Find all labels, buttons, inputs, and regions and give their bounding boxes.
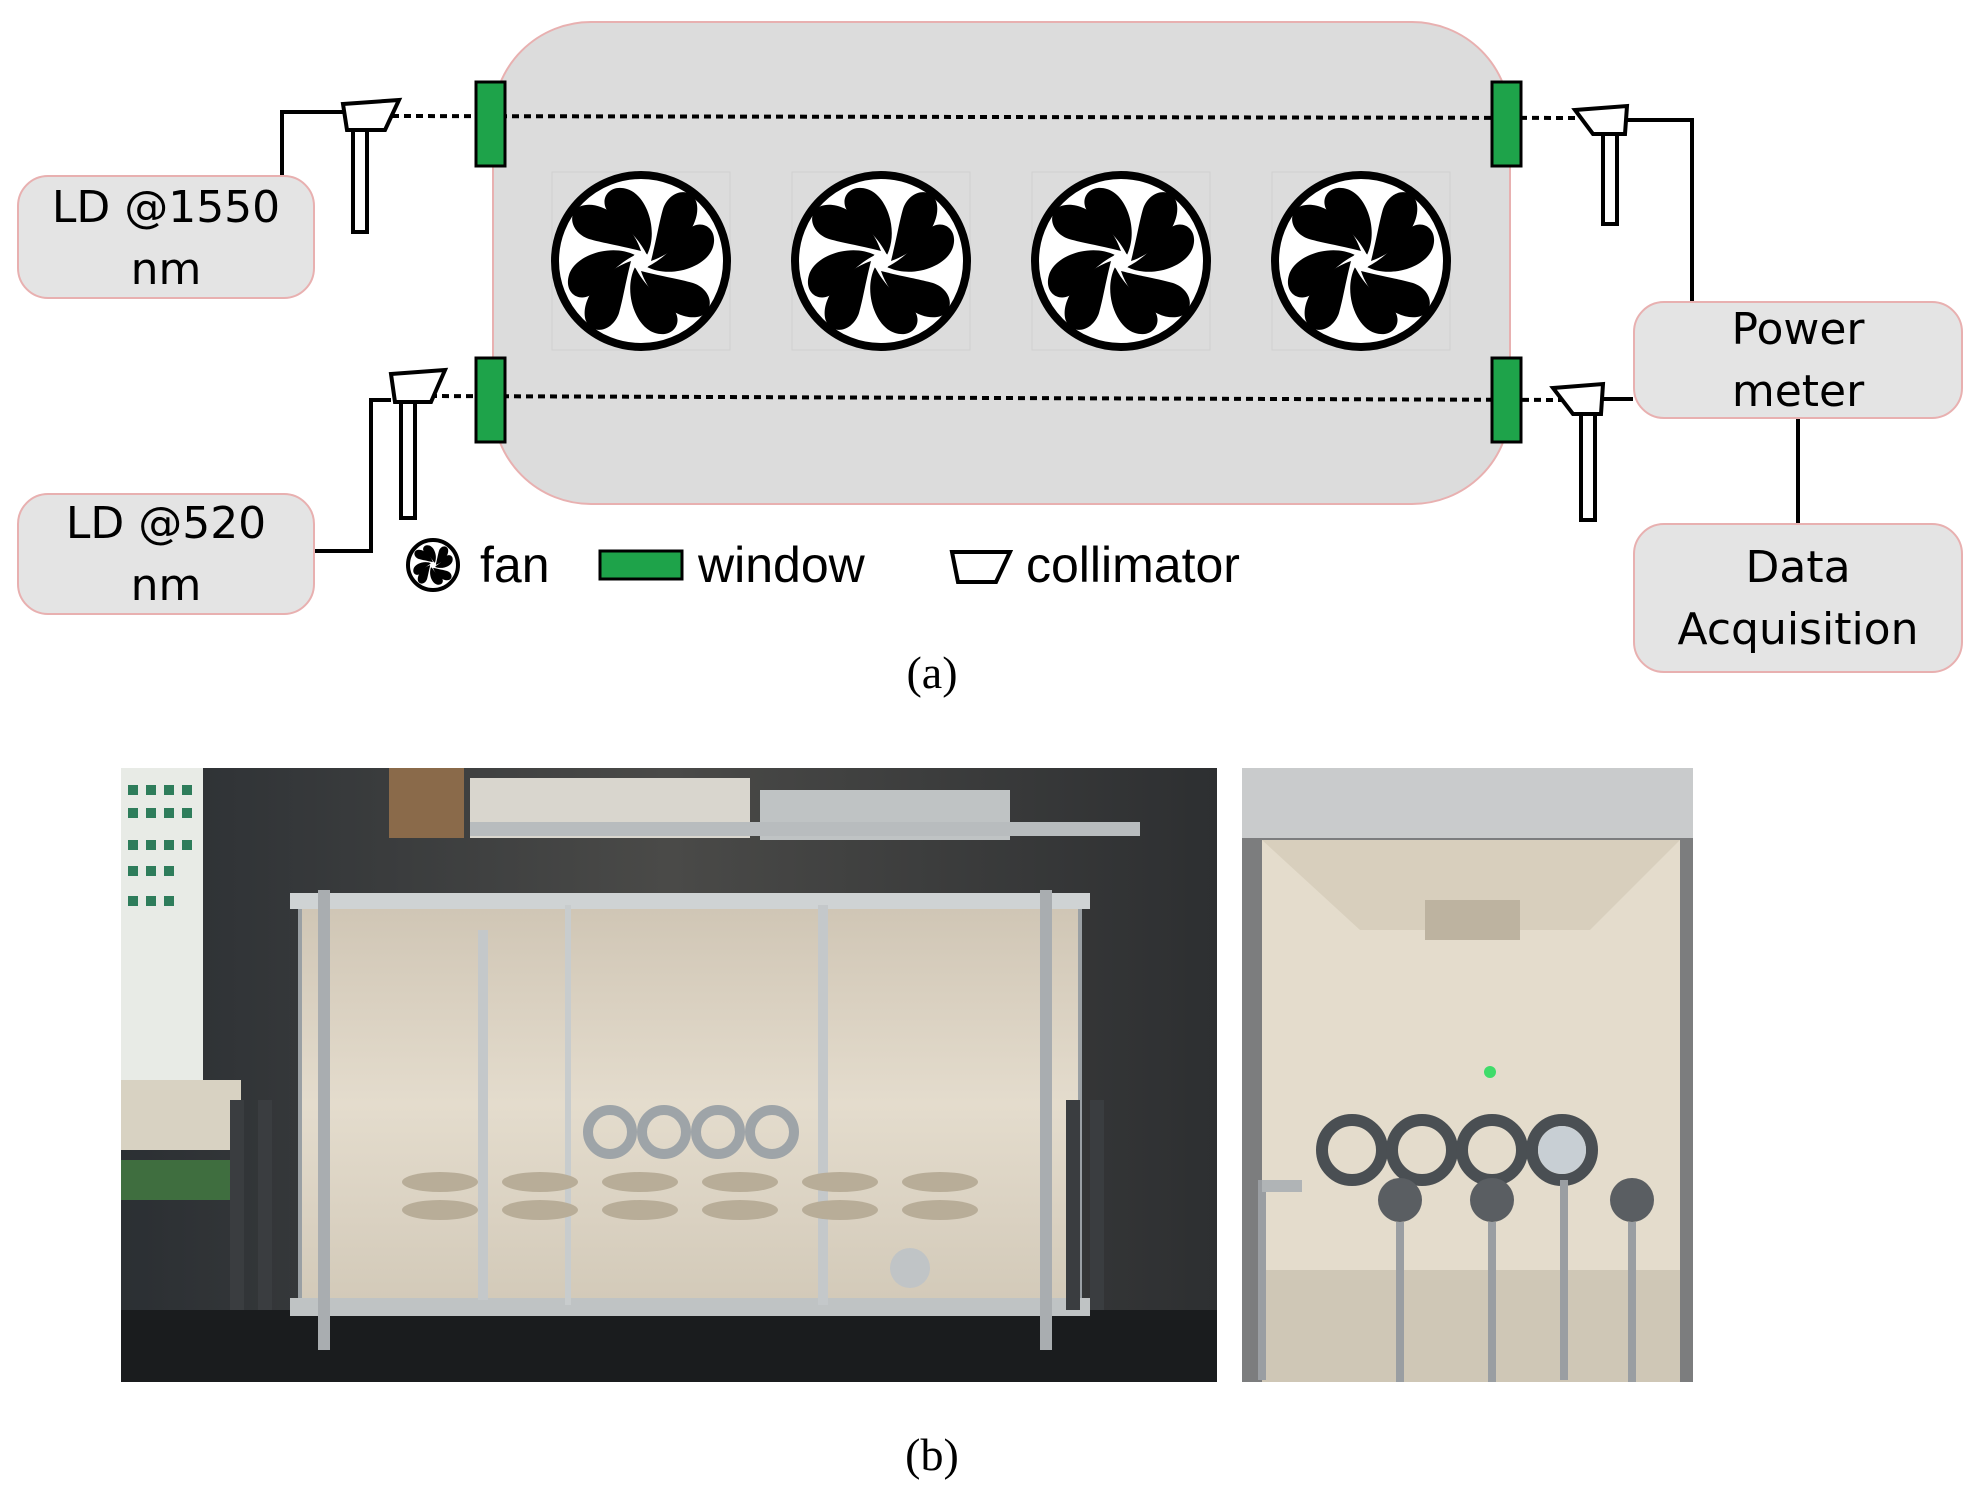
fan-icon-4 xyxy=(1275,175,1447,347)
collimator-bottom-left xyxy=(388,367,449,520)
collimator-top-right xyxy=(1571,103,1630,226)
wire-ld1550 xyxy=(280,110,343,176)
power-meter-box: Power meter xyxy=(1633,301,1963,419)
ld-1550-box: LD @1550 nm xyxy=(17,175,315,299)
chamber xyxy=(492,21,1511,505)
wire-ld520 xyxy=(315,398,391,553)
ld-520-box: LD @520 nm xyxy=(17,493,315,615)
fan-icon-2 xyxy=(795,175,967,347)
data-acq-line2: Acquisition xyxy=(1678,604,1919,655)
fan-legend-icon xyxy=(408,540,458,590)
beam-line-520 xyxy=(429,394,1563,402)
power-meter-line1: Power xyxy=(1731,304,1865,355)
ld-520-line1: LD @520 xyxy=(66,498,266,549)
window-bottom-left xyxy=(474,356,507,444)
window-top-right xyxy=(1490,80,1523,168)
collimator-legend-icon xyxy=(949,550,1014,584)
fan-icon-3 xyxy=(1035,175,1207,347)
collimator-top-left xyxy=(340,97,403,234)
window-legend-icon xyxy=(598,549,684,581)
wire-power-meter-top xyxy=(1627,118,1694,302)
legend-collimator-label: collimator xyxy=(1026,537,1240,593)
data-acq-line1: Data xyxy=(1745,542,1850,593)
window-top-left xyxy=(474,80,507,168)
power-meter-line2: meter xyxy=(1732,366,1865,417)
ld-520-line2: nm xyxy=(131,560,202,611)
caption-b: (b) xyxy=(905,1429,959,1480)
collimator-bottom-right xyxy=(1549,381,1606,522)
chamber-side-photo xyxy=(1242,768,1693,1382)
legend-window-label: window xyxy=(697,537,866,593)
ld-1550-line1: LD @1550 xyxy=(52,182,280,233)
beam-line-1550 xyxy=(391,114,1583,120)
fan-icon-1 xyxy=(555,175,727,347)
ld-1550-line2: nm xyxy=(131,244,202,295)
caption-a: (a) xyxy=(906,647,957,698)
window-bottom-right xyxy=(1490,356,1523,444)
data-acquisition-box: Data Acquisition xyxy=(1633,523,1963,673)
chamber-front-photo xyxy=(121,768,1217,1382)
legend-fan-label: fan xyxy=(480,537,550,593)
